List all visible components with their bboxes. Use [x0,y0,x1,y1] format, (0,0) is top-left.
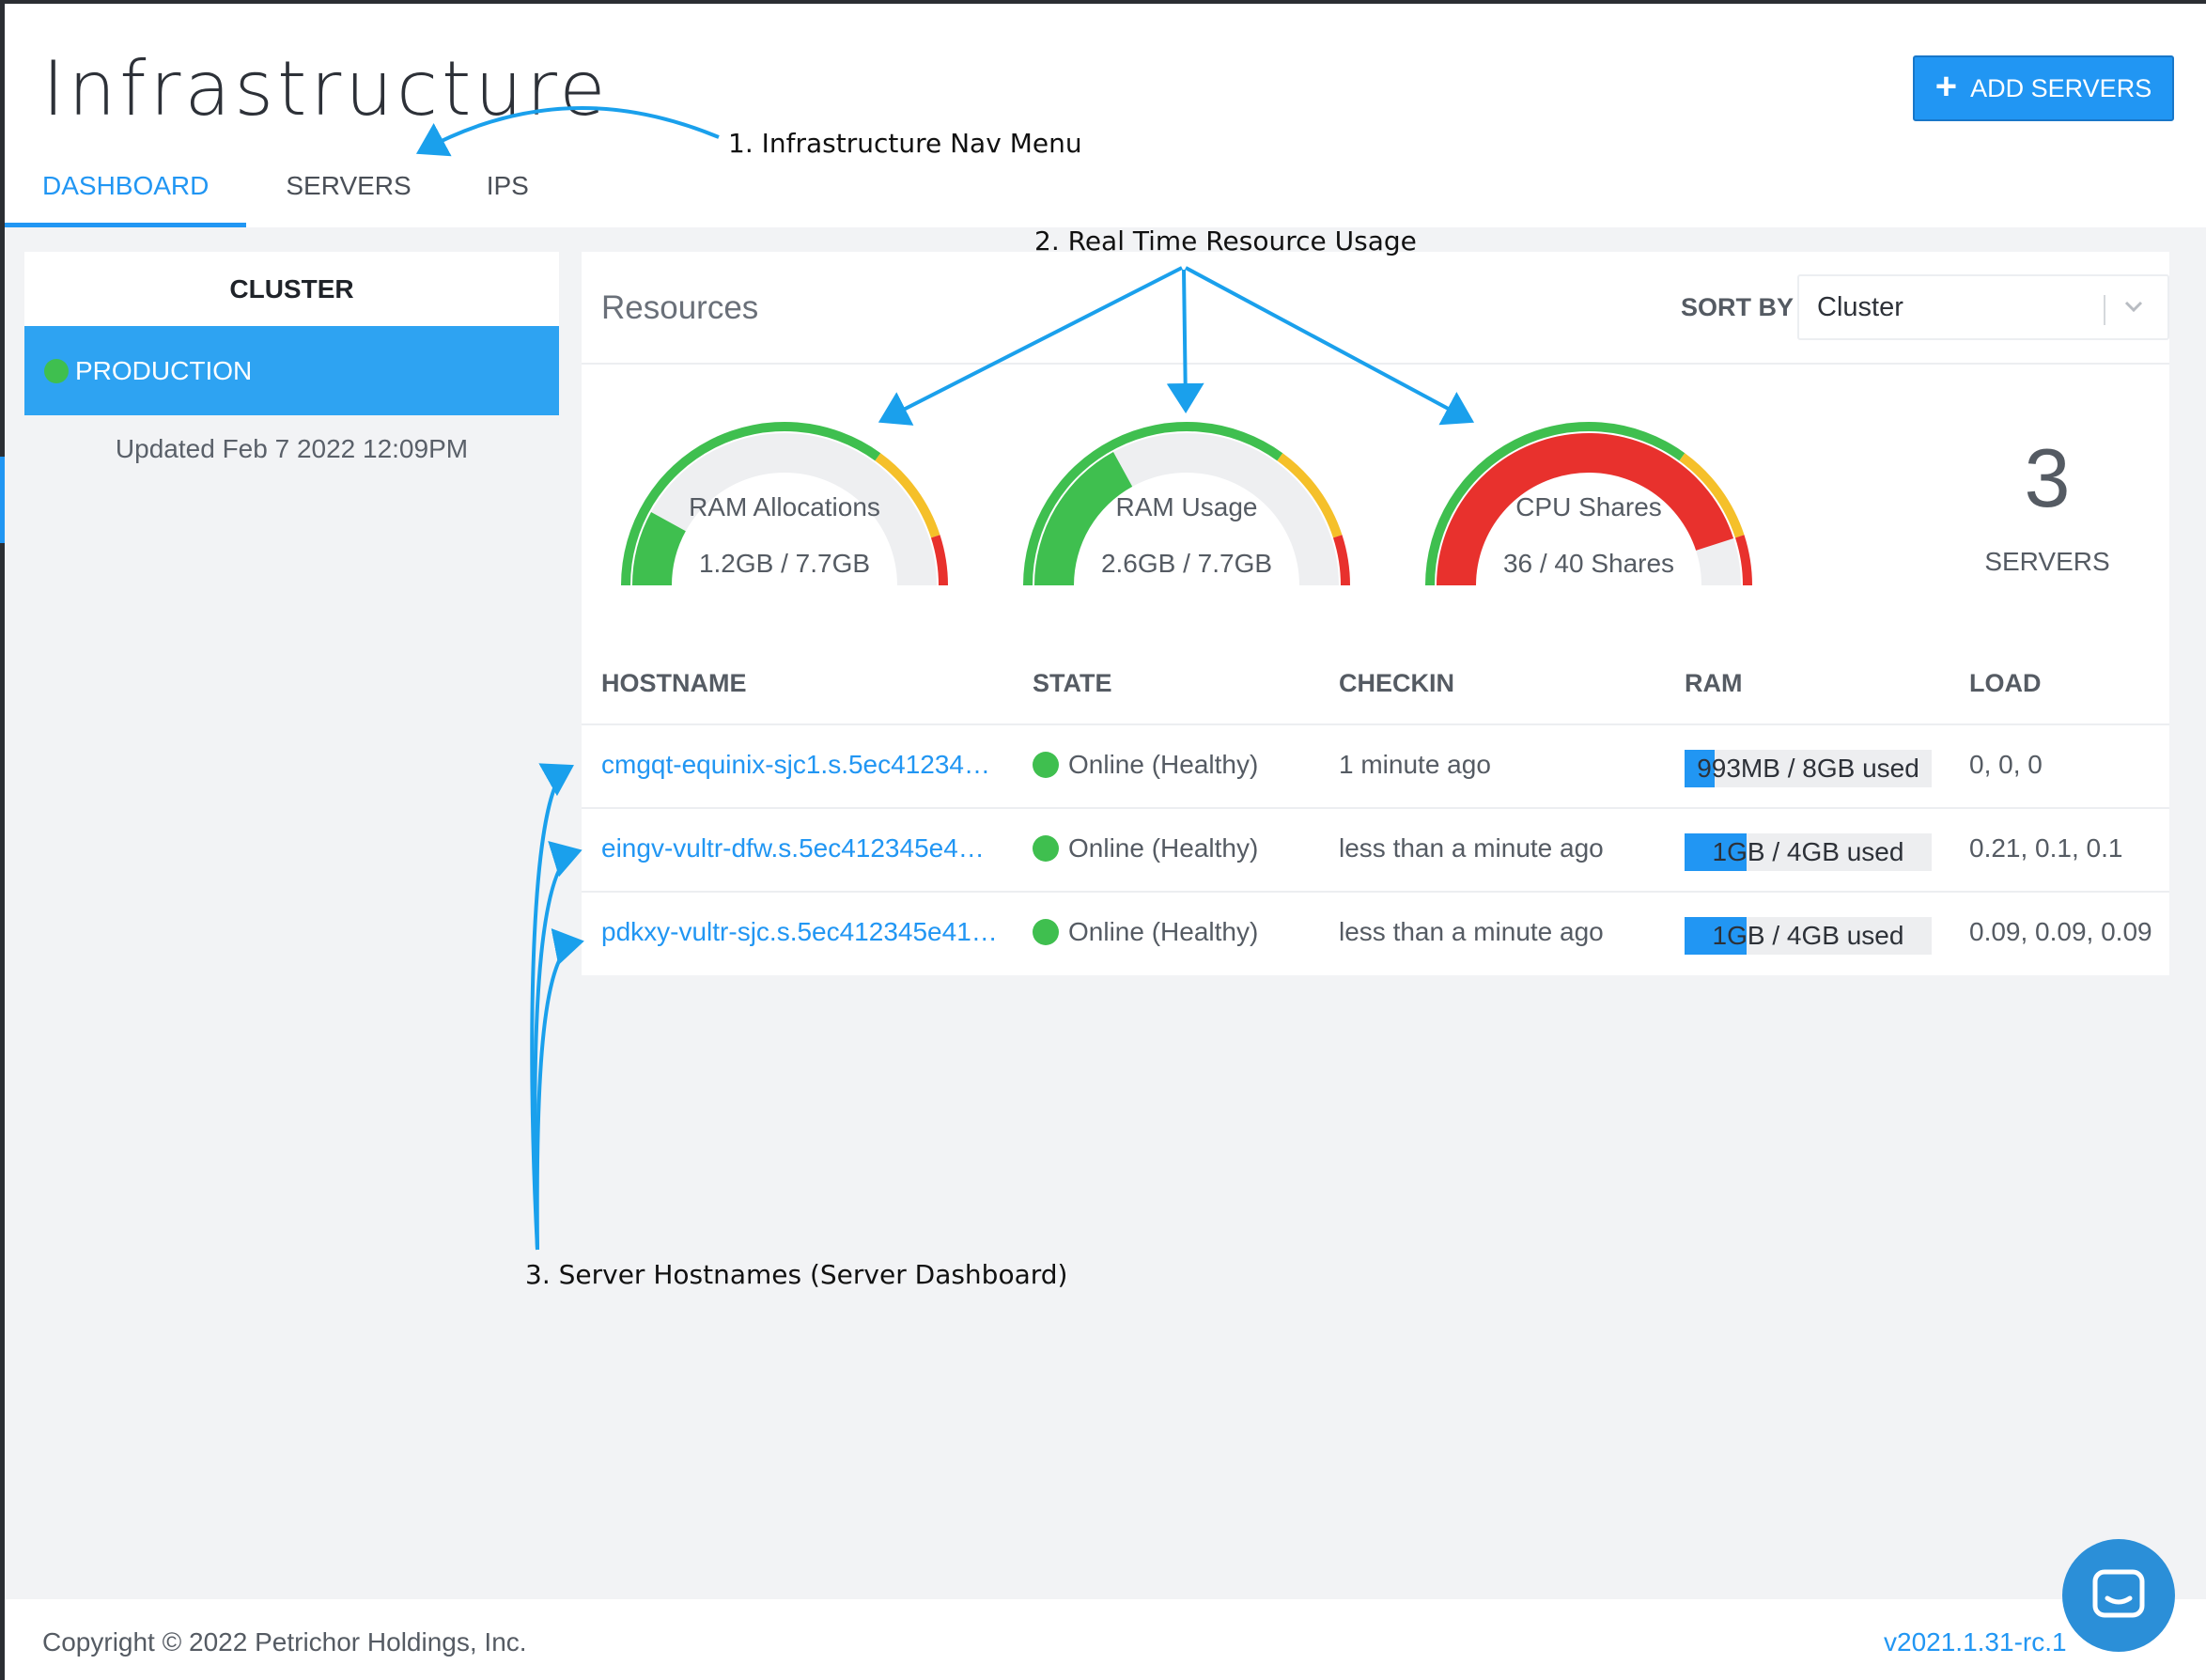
gauge-cpu-shares: CPU Shares 36 / 40 Shares [1420,412,1758,599]
state-text: Online (Healthy) [1068,750,1259,779]
load-cell: 0, 0, 0 [1969,750,2043,779]
server-count-label: SERVERS [1984,547,2110,576]
gauge-value: 36 / 40 Shares [1502,549,1675,578]
status-dot-icon [44,358,69,383]
page-footer: Copyright © 2022 Petrichor Holdings, Inc… [5,1599,2206,1680]
add-servers-label: ADD SERVERS [1970,73,2152,102]
table-header: HOSTNAME STATE CHECKIN RAM LOAD [582,650,2169,725]
state-cell: Online (Healthy) [1033,833,1258,863]
ram-usage-bar: 993MB / 8GB used [1685,750,1932,787]
ram-usage-bar: 1GB / 4GB used [1685,833,1932,871]
gauge-ram-allocations: RAM Allocations 1.2GB / 7.7GB [615,412,954,599]
servers-table: HOSTNAME STATE CHECKIN RAM LOAD cmgqt-eq… [582,650,2169,976]
table-row: pdkxy-vultr-sjc.s.5ec412345e41… Online (… [582,893,2169,976]
annotation-hostnames: 3. Server Hostnames (Server Dashboard) [525,1259,1068,1290]
gauge-ram-usage-arc [1023,422,1350,585]
gauge-value-fill [1034,452,1133,585]
state-cell: Online (Healthy) [1033,750,1258,780]
state-text: Online (Healthy) [1068,833,1259,863]
ram-usage-bar: 1GB / 4GB used [1685,917,1932,955]
infrastructure-nav: DASHBOARD SERVERS IPS [5,154,567,227]
col-state[interactable]: STATE [1033,669,1112,697]
sort-by-value: Cluster [1817,291,1903,322]
server-count-number: 3 [2024,431,2071,524]
updated-timestamp: Updated Feb 7 2022 12:09PM [115,434,469,463]
hostname-link[interactable]: cmgqt-equinix-sjc1.s.5ec41234… [601,750,990,779]
gauge-value: 2.6GB / 7.7GB [1100,549,1273,578]
status-dot-icon [1033,752,1059,778]
plus-icon: + [1934,66,1958,107]
checkin-cell: less than a minute ago [1339,917,1604,946]
gauge-band-green [1425,422,1686,585]
gauge-band-yellow [1679,453,1745,538]
ram-usage-fill [1685,833,1747,871]
state-cell: Online (Healthy) [1033,917,1258,947]
sort-by-select[interactable]: Cluster [1797,274,2169,340]
cluster-panel: CLUSTER PRODUCTION [24,252,559,415]
resources-title: Resources [601,289,759,326]
checkin-cell: less than a minute ago [1339,833,1604,863]
col-load[interactable]: LOAD [1969,669,2042,697]
table-row: cmgqt-equinix-sjc1.s.5ec41234… Online (H… [582,725,2169,809]
table-row: eingv-vultr-dfw.s.5ec412345e4… Online (H… [582,809,2169,893]
status-dot-icon [1033,919,1059,945]
ram-usage-text: 1GB / 4GB used [1712,837,1904,866]
col-checkin[interactable]: CHECKIN [1339,669,1455,697]
load-cell: 0.21, 0.1, 0.1 [1969,833,2123,863]
window-top-border [0,0,2206,4]
checkin-cell: 1 minute ago [1339,750,1491,779]
server-count: 3 SERVERS [1897,430,2198,577]
gauge-value-fill [1437,433,1734,585]
ram-usage-text: 993MB / 8GB used [1697,754,1919,783]
gauge-cpu-shares-arc [1425,422,1752,585]
gauge-band-yellow [1277,453,1343,538]
tab-dashboard[interactable]: DASHBOARD [5,154,247,227]
gauge-label: RAM Allocations [689,492,880,521]
gauge-band-green [621,422,881,585]
ram-usage-text: 1GB / 4GB used [1712,921,1904,950]
tab-servers[interactable]: SERVERS [286,171,412,200]
add-servers-button[interactable]: + ADD SERVERS [1913,55,2174,121]
ram-usage-fill [1685,917,1747,955]
col-ram[interactable]: RAM [1685,669,1743,697]
gauge-band-yellow [875,453,940,538]
cluster-heading: CLUSTER [229,273,354,303]
gauge-ram-allocations-arc [621,422,948,585]
gauge-value-fill [632,511,686,585]
resources-header: Resources SORT BY Cluster [582,252,2169,365]
col-hostname[interactable]: HOSTNAME [601,669,747,697]
tab-ips[interactable]: IPS [486,171,529,200]
load-cell: 0.09, 0.09, 0.09 [1969,917,2152,946]
select-separator [2104,295,2105,325]
gauge-ram-usage: RAM Usage 2.6GB / 7.7GB [1018,412,1356,599]
gauge-track [632,433,937,585]
gauge-band-red [930,535,948,585]
gauge-band-green [1023,422,1283,585]
cluster-item-production[interactable]: PRODUCTION [24,326,559,415]
left-rail-accent [0,457,5,543]
chevron-down-icon [2124,301,2143,313]
status-dot-icon [1033,835,1059,862]
gauge-band-red [1332,535,1350,585]
annotation-nav-menu: 1. Infrastructure Nav Menu [728,128,1082,159]
gauge-value: 1.2GB / 7.7GB [698,549,871,578]
page-header: Infrastructure + ADD SERVERS DASHBOARD S… [5,4,2206,227]
cluster-item-label: PRODUCTION [75,355,253,385]
gauge-label: CPU Shares [1515,492,1662,521]
resources-panel: Resources SORT BY Cluster RAM Allocation… [582,252,2169,975]
sort-by-label: SORT BY [1681,293,1794,321]
ram-usage-fill [1685,750,1715,787]
hostname-link[interactable]: pdkxy-vultr-sjc.s.5ec412345e41… [601,917,998,946]
annotation-resource-usage: 2. Real Time Resource Usage [1034,226,1417,257]
chat-icon [2092,1569,2145,1618]
gauge-band-red [1734,535,1752,585]
chat-launcher-button[interactable] [2062,1539,2175,1652]
state-text: Online (Healthy) [1068,917,1259,946]
copyright-text: Copyright © 2022 Petrichor Holdings, Inc… [42,1627,527,1657]
hostname-link[interactable]: eingv-vultr-dfw.s.5ec412345e4… [601,833,985,863]
window-left-border [0,0,5,1680]
gauge-label: RAM Usage [1115,492,1258,521]
version-link[interactable]: v2021.1.31-rc.1 [1884,1627,2067,1657]
